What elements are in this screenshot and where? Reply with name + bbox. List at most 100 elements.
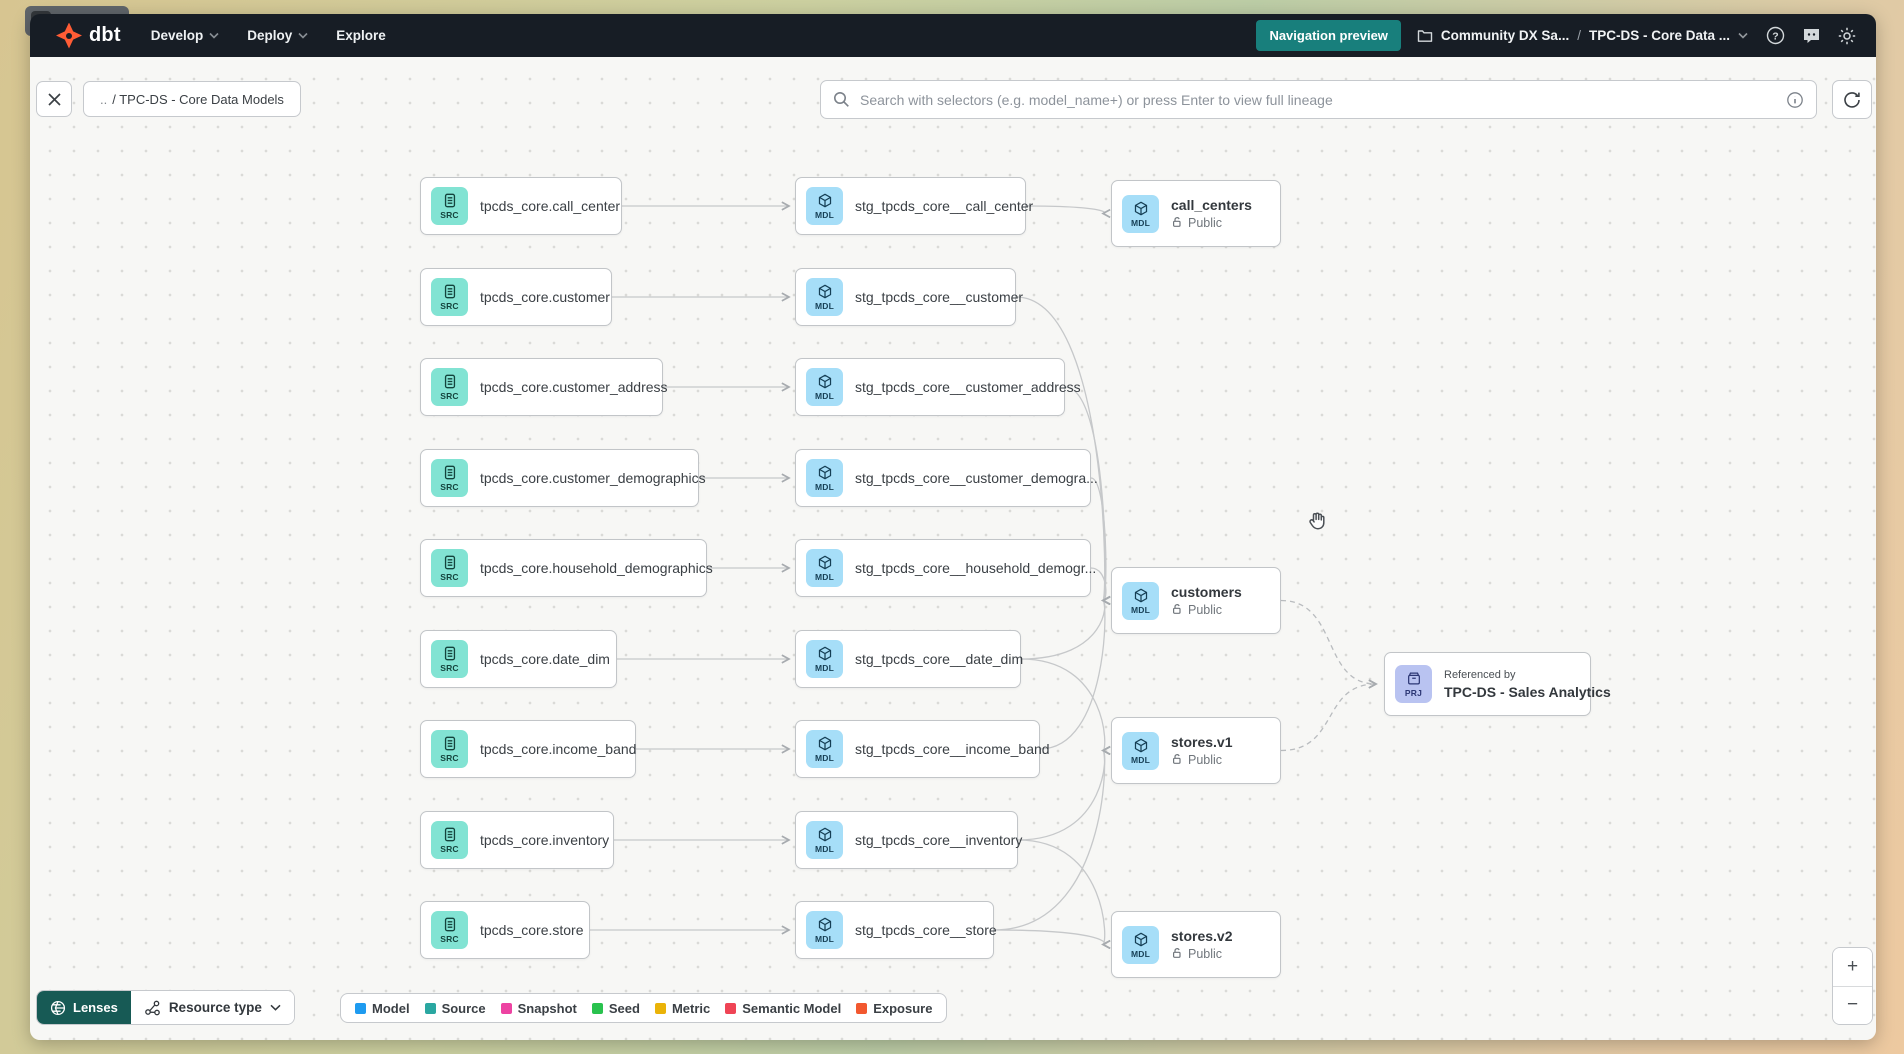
dbt-logo[interactable]: dbt [56,22,121,49]
node-label: stg_tpcds_core__store [855,922,997,938]
legend-label: Seed [608,1000,640,1016]
resource-type-label: Resource type [168,1000,262,1015]
node-label: tpcds_core.customer_address [480,379,668,395]
zoom-controls: + − [1832,947,1873,1025]
node-title: stores.v1 [1171,733,1233,750]
model-node[interactable]: MDL stg_tpcds_core__customer [795,268,1023,326]
info-icon[interactable] [1786,91,1804,109]
main-menu: Develop Deploy Explore [151,28,386,43]
mdl-badge-icon: MDL [806,549,843,587]
chevron-down-icon [270,1004,281,1011]
menu-item-label: Explore [336,28,386,43]
chevron-down-icon [209,32,219,39]
legend-label: Source [441,1000,486,1016]
node-label: tpcds_core.call_center [480,198,621,214]
model-node[interactable]: MDL stg_tpcds_core__inventory [795,811,1022,869]
dbt-logo-text: dbt [89,24,121,46]
source-node[interactable]: SRC tpcds_core.customer [420,268,612,326]
mdl-badge-icon: MDL [806,821,843,859]
menu-item-explore[interactable]: Explore [336,28,386,43]
src-badge-icon: SRC [431,278,468,316]
lock-open-icon [1171,947,1183,962]
lineage-breadcrumb-chip[interactable]: .. / TPC-DS - Core Data Models [83,81,301,117]
legend-label: Exposure [873,1000,933,1016]
refresh-lineage-button[interactable] [1832,80,1872,119]
model-node[interactable]: MDL stg_tpcds_core__store [795,901,997,959]
legend-item-source: Source [424,1000,486,1016]
lenses-toolbar: Lenses Resource type [36,990,295,1025]
mdl-badge-icon: MDL [1122,731,1159,770]
node-label: stg_tpcds_core__income_band [855,741,1050,757]
legend-item-model: Model [355,1001,410,1016]
node-kicker: Referenced by [1444,668,1516,681]
src-badge-icon: SRC [431,821,468,859]
zoom-in-button[interactable]: + [1833,948,1872,987]
resource-type-selector[interactable]: Resource type [130,991,294,1024]
node-label: stg_tpcds_core__customer [855,289,1024,305]
refresh-icon [1844,91,1860,108]
src-badge-icon: SRC [431,368,468,406]
node-label: tpcds_core.income_band [480,741,637,757]
menu-item-deploy[interactable]: Deploy [247,28,308,43]
feedback-icon[interactable] [1800,25,1822,47]
lock-open-icon [1171,603,1183,618]
navigation-preview-button[interactable]: Navigation preview [1256,20,1401,51]
breadcrumb[interactable]: Community DX Sa... / TPC-DS - Core Data … [1417,28,1748,43]
lenses-button[interactable]: Lenses [37,991,131,1024]
legend-swatch [654,1002,666,1014]
src-badge-icon: SRC [431,459,468,497]
mdl-badge-icon: MDL [806,640,843,678]
lock-open-icon [1171,753,1183,768]
chip-up-level[interactable]: .. [100,91,108,107]
node-label: tpcds_core.inventory [480,832,610,848]
node-title: TPC-DS - Sales Analytics [1444,683,1611,700]
menu-item-develop[interactable]: Develop [151,28,220,43]
zoom-out-button[interactable]: − [1833,986,1872,1024]
breadcrumb-project[interactable]: Community DX Sa... [1440,28,1570,43]
help-icon[interactable]: ? [1764,25,1786,47]
legend-label: Model [372,1000,410,1016]
search-input[interactable] [860,91,1776,108]
mdl-badge-icon: MDL [1122,925,1159,964]
legend-item-snapshot: Snapshot [500,1001,577,1016]
settings-gear-icon[interactable] [1836,25,1858,47]
legend-label: Metric [671,1000,711,1016]
legend-item-seed: Seed [591,1000,640,1016]
source-node[interactable]: SRC tpcds_core.customer_address [420,358,668,416]
node-label: tpcds_core.store [480,922,584,938]
close-lineage-button[interactable] [36,81,72,117]
legend-item-exposure: Exposure [856,1001,932,1016]
node-label: stg_tpcds_core__call_center [855,198,1034,214]
mdl-badge-icon: MDL [806,278,843,316]
legend-item-metric: Metric [654,1000,711,1016]
lineage-search-bar[interactable] [820,80,1817,119]
dbt-logo-icon [56,22,82,49]
svg-text:?: ? [1772,30,1778,42]
node-label: tpcds_core.customer [480,289,610,305]
node-label: stg_tpcds_core__inventory [855,832,1023,848]
lineage-edges [590,57,1876,1040]
mdl-badge-icon: MDL [806,911,843,949]
breadcrumb-current[interactable]: TPC-DS - Core Data ... [1588,28,1730,43]
source-node[interactable]: SRC tpcds_core.inventory [420,811,614,869]
